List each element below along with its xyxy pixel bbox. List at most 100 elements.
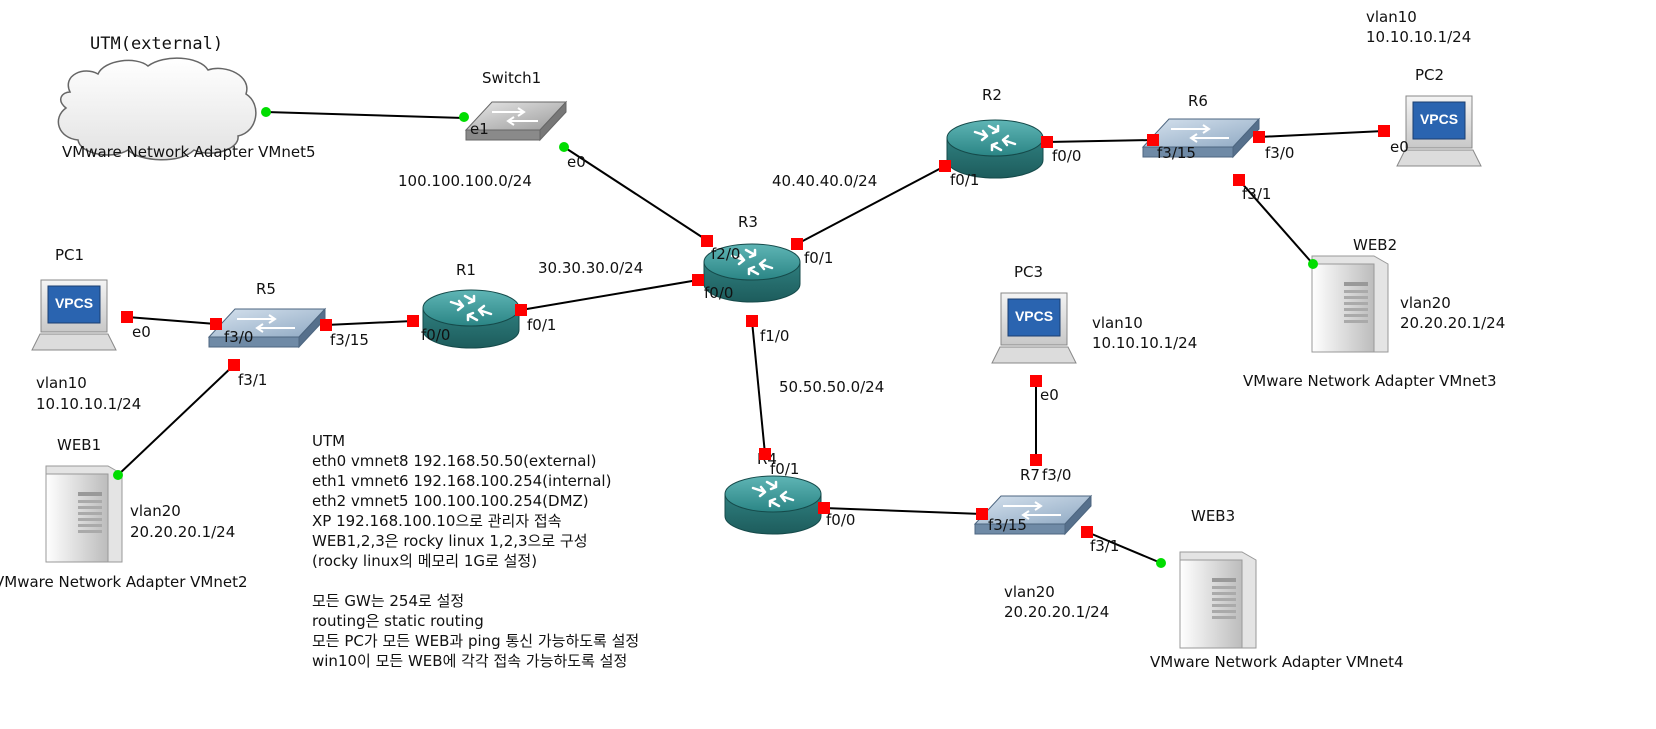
port-down-square [818,502,830,514]
port-markers [113,107,1390,568]
pc1-vpcs-text: VPCS [55,295,93,311]
r6-label: R6 [1188,92,1208,110]
port-down-square [1041,136,1053,148]
pc3-icon[interactable] [991,292,1077,364]
r4-router-icon[interactable] [723,474,823,536]
port-label: f0/0 [1052,147,1081,165]
link-r4-r7 [823,507,983,515]
port-down-square [746,315,758,327]
web3-label: WEB3 [1191,507,1235,525]
port-label: f3/1 [1090,537,1119,555]
port-up-dot [113,470,123,480]
web2-server-icon[interactable] [1311,255,1389,353]
port-down-square [1030,375,1042,387]
web3-server-icon[interactable] [1179,551,1257,649]
port-down-square [228,359,240,371]
pc2-label: PC2 [1415,66,1444,84]
port-label: f3/15 [330,331,369,349]
note-line: win10이 모든 WEB에 각각 접속 가능하도록 설정 [312,652,627,670]
web1-server-icon[interactable] [45,465,123,563]
note-line: eth0 vmnet8 192.168.50.50(external) [312,452,597,470]
vlan-ip-label: 10.10.10.1/24 [36,395,141,413]
vlan-label: vlan20 [130,502,181,520]
note-line: 모든 PC가 모든 WEB과 ping 통신 가능하도록 설정 [312,632,639,650]
r5-label: R5 [256,280,276,298]
port-label: f1/0 [760,327,789,345]
switch1-label: Switch1 [482,69,541,87]
pc1-label: PC1 [55,246,84,264]
port-label: f3/1 [238,371,267,389]
link-switch1-r3 [563,146,709,242]
port-label: e0 [1040,386,1059,404]
port-up-dot [1156,558,1166,568]
adapter-label: VMware Network Adapter VMnet2 [0,573,248,591]
pc3-label: PC3 [1014,263,1043,281]
port-down-square [791,238,803,250]
web2-label: WEB2 [1353,236,1397,254]
adapter-label: VMware Network Adapter VMnet4 [1150,653,1404,671]
port-label: e1 [470,120,489,138]
network-label: 30.30.30.0/24 [538,259,643,277]
network-label: 50.50.50.0/24 [779,378,884,396]
link-r2-r6 [1046,139,1154,143]
cloud-icon [57,57,257,161]
adapter-label: VMware Network Adapter VMnet3 [1243,372,1497,390]
port-down-square [515,304,527,316]
pc3-vpcs-text: VPCS [1015,308,1053,324]
link-r1-r3 [520,279,699,311]
network-label: 40.40.40.0/24 [772,172,877,190]
port-down-square [210,318,222,330]
port-label: e0 [1390,138,1409,156]
vlan-ip-label: 10.10.10.1/24 [1092,334,1197,352]
pc1-icon[interactable] [31,279,117,351]
port-down-square [939,160,951,172]
link-r5-web1 [117,364,235,476]
vlan-ip-label: 20.20.20.1/24 [1400,314,1505,332]
port-down-square [320,319,332,331]
port-label: f0/0 [421,326,450,344]
pc2-icon[interactable] [1396,95,1482,167]
utm-label: UTM(external) [90,34,223,54]
r1-label: R1 [456,261,476,279]
port-label: f0/1 [950,171,979,189]
vlan-label: vlan20 [1400,294,1451,312]
port-label: e0 [132,323,151,341]
link-r7-web3 [1086,531,1162,564]
port-down-square [701,235,713,247]
port-label: f0/0 [826,511,855,529]
links [117,111,1385,564]
port-up-dot [559,142,569,152]
note-line: eth1 vmnet6 192.168.100.254(internal) [312,472,611,490]
vlan-ip-label: 20.20.20.1/24 [130,523,235,541]
link-pc1-r5 [126,316,217,325]
port-down-square [1147,134,1159,146]
link-r6-pc2 [1258,130,1385,138]
vlan-label: vlan10 [1092,314,1143,332]
config-notes: UTM eth0 vmnet8 192.168.50.50(external) … [312,432,639,670]
r3-label: R3 [738,213,758,231]
port-label: f0/1 [770,460,799,478]
port-label: f0/0 [704,284,733,302]
port-down-square [1081,526,1093,538]
link-utm-switch1 [265,111,465,119]
port-label: f2/0 [711,245,740,263]
vlan-ip-label: 20.20.20.1/24 [1004,603,1109,621]
vlan-label: vlan10 [1366,8,1417,26]
port-down-square [1233,174,1245,186]
r2-router-icon[interactable] [945,118,1045,180]
note-line: UTM [312,432,345,450]
port-label: f3/0 [1042,466,1071,484]
port-up-dot [261,107,271,117]
port-down-square [976,508,988,520]
port-label: f3/15 [988,516,1027,534]
port-label: f3/15 [1157,144,1196,162]
port-label: f3/0 [1265,144,1294,162]
vlan-label: vlan20 [1004,583,1055,601]
link-r3-r4 [751,320,766,455]
port-label: f3/0 [224,328,253,346]
utm-cloud[interactable] [57,57,257,161]
note-line: 모든 GW는 254로 설정 [312,592,464,610]
note-line: XP 192.168.100.10으로 관리자 접속 [312,512,562,530]
port-down-square [1253,131,1265,143]
